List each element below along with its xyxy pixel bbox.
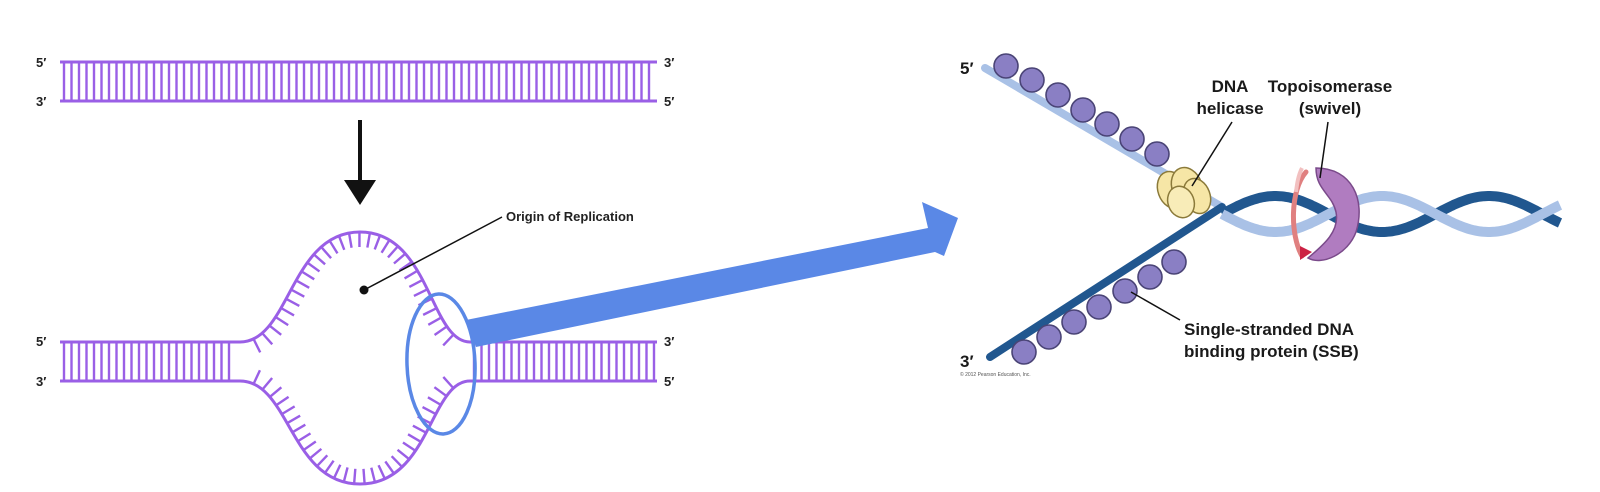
origin-of-replication-label: Origin of Replication <box>506 209 634 224</box>
ssb-protein <box>1036 324 1062 350</box>
copyright-text: © 2012 Pearson Education, Inc. <box>960 371 1031 378</box>
fork-callout <box>405 202 958 436</box>
topoisomerase-icon <box>1291 167 1360 262</box>
ssb-protein <box>1086 294 1112 320</box>
bubble-right-top-label: 3′ <box>664 334 674 349</box>
replication-fork <box>981 64 1563 361</box>
topoisomerase-label-line1: Topoisomerase <box>1268 77 1392 96</box>
origin-marker <box>359 216 503 295</box>
ssb-protein <box>993 53 1019 79</box>
ssb-protein <box>1019 67 1045 93</box>
replication-bubble <box>60 230 657 486</box>
bubble-base-pair-rungs <box>62 232 656 484</box>
ssb-label-line1: Single-stranded DNA <box>1184 320 1354 339</box>
ssb-protein <box>1045 82 1071 108</box>
ssb-protein <box>1061 309 1087 335</box>
base-pair-rungs <box>62 62 651 101</box>
topoisomerase-label-line2: (swivel) <box>1299 99 1361 118</box>
top-strand-left-bottom-label: 3′ <box>36 94 46 109</box>
ssb-protein <box>1094 111 1120 137</box>
ssb-protein <box>1112 278 1138 304</box>
helicase-label-line1: DNA <box>1212 77 1249 96</box>
top-strand-right-top-label: 3′ <box>664 55 674 70</box>
ssb-protein <box>1119 126 1145 152</box>
ssb-protein <box>1011 339 1037 365</box>
top-strand-right-bottom-label: 5′ <box>664 94 674 109</box>
fork-top-5prime-label: 5′ <box>960 59 974 78</box>
ssb-proteins-bottom <box>1011 249 1187 365</box>
ssb-protein <box>1161 249 1187 275</box>
down-arrow <box>344 120 376 205</box>
ssb-protein <box>1070 97 1096 123</box>
ssb-protein <box>1137 264 1163 290</box>
helicase-label-line2: helicase <box>1196 99 1263 118</box>
bubble-left-bottom-label: 3′ <box>36 374 46 389</box>
ssb-label-line2: binding protein (SSB) <box>1184 342 1359 361</box>
bubble-left-top-label: 5′ <box>36 334 46 349</box>
ssb-proteins-top <box>993 53 1170 167</box>
double-helix <box>1219 191 1563 237</box>
top-strand-left-top-label: 5′ <box>36 55 46 70</box>
bubble-right-bottom-label: 5′ <box>664 374 674 389</box>
label-leaders <box>1130 121 1329 321</box>
ssb-protein <box>1144 141 1170 167</box>
linear-dna-duplex <box>60 60 657 103</box>
fork-bottom-3prime-label: 3′ <box>960 352 974 371</box>
helicase-icon <box>1156 166 1212 219</box>
